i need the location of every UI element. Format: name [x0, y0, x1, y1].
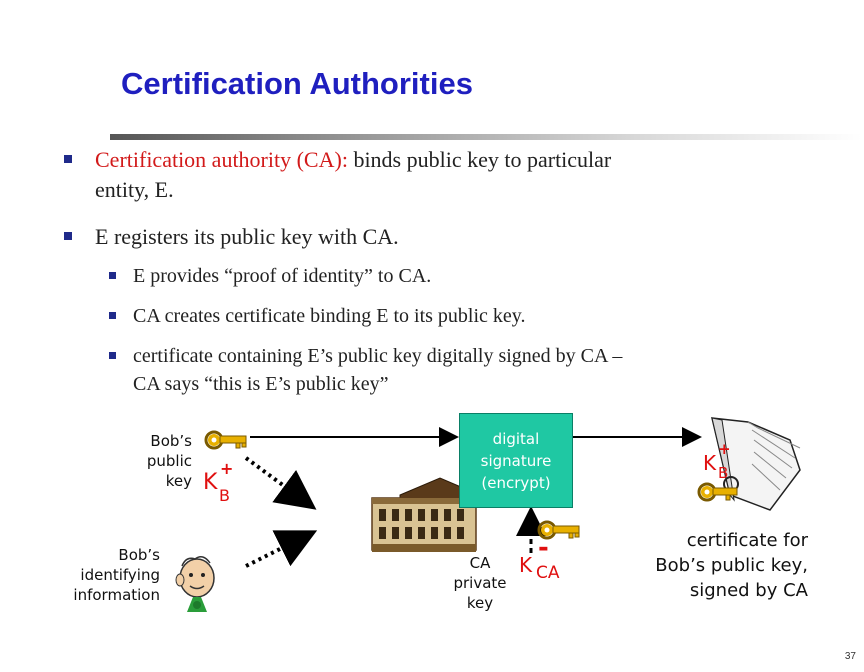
ca-key-minus: - [538, 533, 549, 563]
ca-building-icon [371, 477, 477, 552]
sub-bullet-signed: certificate containing E’s public key di… [133, 345, 623, 367]
sub-bullet-binding: CA creates certificate binding E to its … [133, 305, 526, 327]
ca-key-subscript: CA [536, 563, 560, 583]
certificate-key-symbol: K [703, 451, 717, 475]
ca-private-key-label: CA private key [453, 554, 507, 612]
sub-bullet-marker [109, 272, 116, 279]
certificate-key-subscript: B [718, 464, 729, 482]
dotted-arrow-from-person [245, 530, 318, 568]
bob-key-plus: + [220, 459, 234, 478]
bob-person-icon [175, 556, 215, 612]
dotted-arrow-from-key [244, 456, 317, 510]
bob-public-key-icon [204, 430, 247, 450]
ca-key-symbol: K [519, 553, 533, 577]
bullet-ca-definition: Certification authority (CA): binds publ… [95, 145, 795, 175]
page-title: Certification Authorities [121, 66, 473, 101]
sub-bullet-marker [109, 352, 116, 359]
ca-term: Certification authority (CA): [95, 147, 348, 172]
bob-key-symbol: K [203, 470, 218, 495]
sub-bullet-proof: E provides “proof of identity” to CA. [133, 265, 432, 287]
digital-signature-label: digital signature (encrypt) [480, 429, 552, 492]
bob-public-key-label: Bob’s public key [146, 432, 192, 490]
sub-bullet-signed-line2: CA says “this is E’s public key” [133, 373, 389, 395]
bob-key-subscript: B [219, 486, 230, 505]
bullet-register: E registers its public key with CA. [95, 224, 399, 249]
certificate-key-plus: + [718, 440, 731, 458]
ca-private-key-icon [537, 520, 580, 540]
certificate-key-icon [697, 476, 739, 502]
title-underline [110, 134, 862, 140]
ca-definition-text: binds public key to particular [347, 147, 612, 172]
certificate-caption: certificate for Bob’s public key, signed… [655, 530, 808, 601]
page-number: 37 [844, 651, 856, 662]
bullet-marker [64, 232, 72, 240]
bob-identifying-label: Bob’s identifying information [73, 546, 160, 604]
digital-signature-box: digital signature (encrypt) [459, 413, 573, 508]
sub-bullet-marker [109, 312, 116, 319]
ca-definition-line2: entity, E. [95, 177, 174, 202]
bullet-marker [64, 155, 72, 163]
